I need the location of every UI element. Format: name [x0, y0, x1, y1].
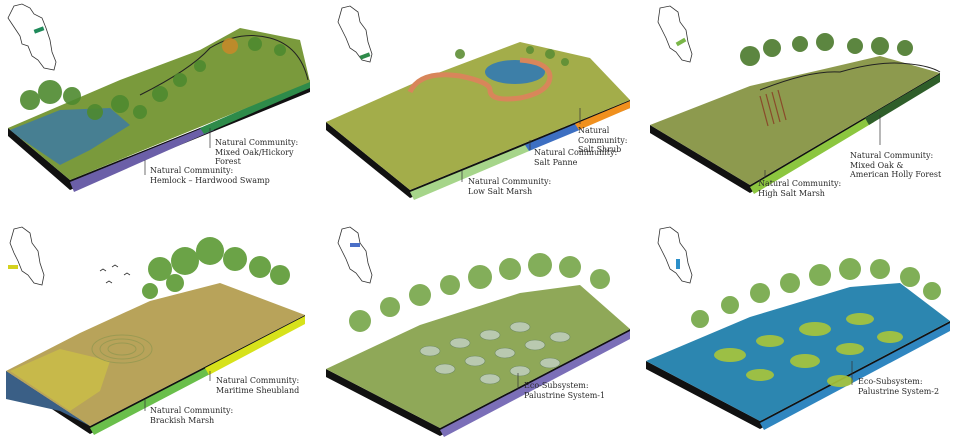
spiral-path — [91, 334, 153, 364]
band-orange — [575, 101, 630, 130]
label-salt-shrub: Natural Community: Salt Shrub — [578, 126, 628, 154]
tree-canopy — [20, 37, 286, 120]
coastline-map — [9, 226, 45, 286]
salt-panne-pool — [485, 60, 545, 84]
hill-ridge — [759, 62, 941, 91]
panel-hemlock-swamp: Natural Community: Mixed Oak/Hickory For… — [0, 0, 320, 221]
map-highlight — [359, 52, 371, 60]
label-high-salt-marsh: Natural Community: High Salt Marsh — [758, 179, 842, 198]
coastline-map — [337, 5, 373, 63]
coastline-map — [337, 226, 373, 284]
block-side — [646, 321, 950, 429]
terrain-top — [646, 283, 950, 421]
map-highlight — [676, 259, 680, 269]
band-lime — [750, 116, 874, 194]
label-palustrine-2: Eco-Subsystem: Palustrine System-2 — [858, 377, 940, 396]
map-highlight — [350, 243, 360, 247]
label-hemlock-swamp: Natural Community: Hemlock – Hardwood Sw… — [150, 166, 270, 185]
wetland-pools — [419, 321, 571, 385]
band-light-green — [410, 143, 534, 200]
swamp-water — [10, 108, 130, 165]
block-diagram-3 — [650, 5, 941, 194]
map-highlight — [33, 26, 45, 34]
panel-high-salt-marsh: Natural Community: Mixed Oak & American … — [640, 0, 960, 221]
marsh-grass — [10, 349, 110, 411]
block-diagram-2 — [326, 5, 630, 200]
block-diagram-1 — [7, 3, 310, 192]
label-low-salt-marsh: Natural Community: Low Salt Marsh — [468, 177, 552, 196]
forest-trees — [691, 258, 941, 328]
label-salt-panne: Natural Community: Salt Panne — [534, 148, 618, 167]
coastline-map — [657, 226, 693, 284]
map-highlight — [675, 37, 687, 47]
band-purple — [440, 331, 630, 437]
wood-pavilion — [759, 89, 787, 127]
band-green — [200, 80, 310, 134]
map-highlight — [8, 265, 18, 269]
forest-trees — [349, 253, 610, 332]
band-blue — [760, 323, 950, 430]
label-palustrine-1: Eco-Subsystem: Palustrine System-1 — [524, 381, 606, 400]
bay-water — [6, 371, 90, 426]
block-diagram-4 — [6, 226, 305, 435]
terrain-top — [326, 42, 630, 190]
panel-palustrine-1: Eco-Subsystem: Palustrine System-1 — [320, 221, 640, 442]
block-diagram-5 — [326, 226, 630, 437]
block-side — [326, 329, 630, 436]
label-mixed-oak-hickory: Natural Community: Mixed Oak/Hickory For… — [215, 138, 299, 166]
vegetated-islands — [714, 313, 903, 387]
coastline-map — [657, 5, 693, 63]
label-mixed-oak-holly: Natural Community: Mixed Oak & American … — [850, 151, 942, 179]
shrubland-trees — [142, 237, 290, 299]
band-dark-green — [865, 74, 940, 125]
coastline-map — [7, 3, 57, 71]
block-diagram-6 — [646, 226, 950, 430]
terrain-top — [650, 56, 940, 185]
panel-salt-marsh: Natural Community: Salt Shrub Natural Co… — [320, 0, 640, 221]
oak-holly-forest — [740, 33, 913, 66]
panel-brackish-marsh: Natural Community: Maritime Sheubland Na… — [0, 221, 320, 442]
bird-flock — [99, 264, 131, 284]
boardwalk-loop — [407, 57, 553, 102]
band-green — [90, 366, 214, 435]
panel-palustrine-2: Eco-Subsystem: Palustrine System-2 — [640, 221, 960, 442]
label-maritime-shrubland: Natural Community: Maritime Sheubland — [216, 376, 300, 395]
band-blue — [525, 123, 582, 151]
band-purple — [70, 125, 214, 192]
shrub-cluster — [455, 46, 569, 66]
band-yellow — [205, 316, 305, 375]
label-brackish-marsh: Natural Community: Brackish Marsh — [150, 406, 234, 425]
